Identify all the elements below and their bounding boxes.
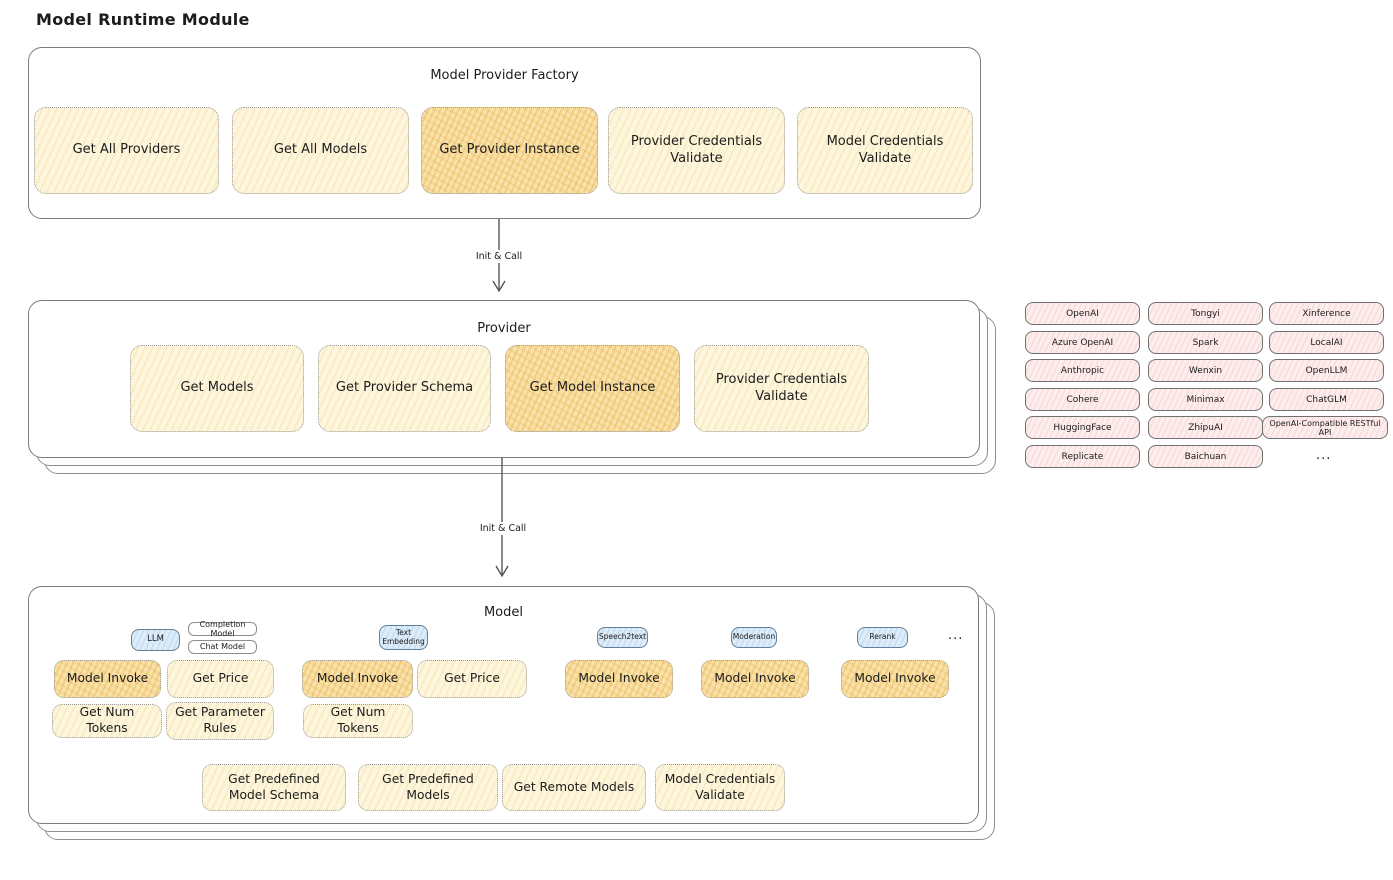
vendor-localai: LocalAI xyxy=(1269,331,1384,354)
vendor-wenxin: Wenxin xyxy=(1148,359,1263,382)
vendor-spark: Spark xyxy=(1148,331,1263,354)
op-get-provider-schema: Get Provider Schema xyxy=(318,345,491,432)
op-llm-model-invoke: Model Invoke xyxy=(54,660,161,698)
model-title: Model xyxy=(483,605,524,620)
op-llm-get-parameter-rules: Get Parameter Rules xyxy=(166,702,274,740)
op-speech2text-model-invoke: Model Invoke xyxy=(565,660,673,698)
op-model-credentials-validate: Model Credentials Validate xyxy=(797,107,973,194)
vendor-chatglm: ChatGLM xyxy=(1269,388,1384,411)
op-moderation-model-invoke: Model Invoke xyxy=(701,660,809,698)
edge-label-init-call-1: Init & Call xyxy=(470,250,528,263)
op-get-model-instance: Get Model Instance xyxy=(505,345,680,432)
op-rerank-model-invoke: Model Invoke xyxy=(841,660,949,698)
tab-moderation: Moderation xyxy=(731,627,777,648)
vendor-xinference: Xinference xyxy=(1269,302,1384,325)
page-title: Model Runtime Module xyxy=(36,10,250,29)
vendor-minimax: Minimax xyxy=(1148,388,1263,411)
vendor-openai-compatible-restful-api: OpenAI-Compatible RESTful API xyxy=(1262,416,1388,439)
vendor-anthropic: Anthropic xyxy=(1025,359,1140,382)
op-llm-get-num-tokens: Get Num Tokens xyxy=(52,704,162,738)
op-model-credentials-validate-2: Model Credentials Validate xyxy=(655,764,785,811)
tab-rerank: Rerank xyxy=(857,627,908,648)
tab-speech2text: Speech2text xyxy=(597,627,648,648)
op-embedding-model-invoke: Model Invoke xyxy=(302,660,413,698)
factory-title: Model Provider Factory xyxy=(430,68,579,83)
tab-llm: LLM xyxy=(131,629,180,651)
op-get-predefined-models: Get Predefined Models xyxy=(358,764,498,811)
op-get-all-providers: Get All Providers xyxy=(34,107,219,194)
tab-chat-model: Chat Model xyxy=(188,640,257,654)
op-embedding-get-price: Get Price xyxy=(417,660,527,698)
vendor-openllm: OpenLLM xyxy=(1269,359,1384,382)
tabs-more-ellipsis: ... xyxy=(948,628,964,643)
vendor-cohere: Cohere xyxy=(1025,388,1140,411)
tab-completion-model: Completion Model xyxy=(188,620,257,638)
op-provider-credentials-validate-2: Provider Credentials Validate xyxy=(694,345,869,432)
vendor-more-ellipsis: ... xyxy=(1316,448,1332,463)
vendor-openai: OpenAI xyxy=(1025,302,1140,325)
op-get-provider-instance: Get Provider Instance xyxy=(421,107,598,194)
op-provider-credentials-validate: Provider Credentials Validate xyxy=(608,107,785,194)
edge-label-init-call-2: Init & Call xyxy=(474,522,532,535)
op-get-predefined-model-schema: Get Predefined Model Schema xyxy=(202,764,346,811)
vendor-tongyi: Tongyi xyxy=(1148,302,1263,325)
op-get-all-models: Get All Models xyxy=(232,107,409,194)
op-get-models: Get Models xyxy=(130,345,304,432)
vendor-baichuan: Baichuan xyxy=(1148,445,1263,468)
provider-title: Provider xyxy=(477,321,531,336)
vendor-replicate: Replicate xyxy=(1025,445,1140,468)
op-llm-get-price: Get Price xyxy=(167,660,274,698)
op-get-remote-models: Get Remote Models xyxy=(502,764,646,811)
tab-text-embedding: Text Embedding xyxy=(379,625,428,650)
vendor-huggingface: HuggingFace xyxy=(1025,416,1140,439)
arrow-provider-to-model xyxy=(495,458,509,578)
op-embedding-get-num-tokens: Get Num Tokens xyxy=(303,704,413,738)
vendor-zhipuai: ZhipuAI xyxy=(1148,416,1263,439)
vendor-azure-openai: Azure OpenAI xyxy=(1025,331,1140,354)
